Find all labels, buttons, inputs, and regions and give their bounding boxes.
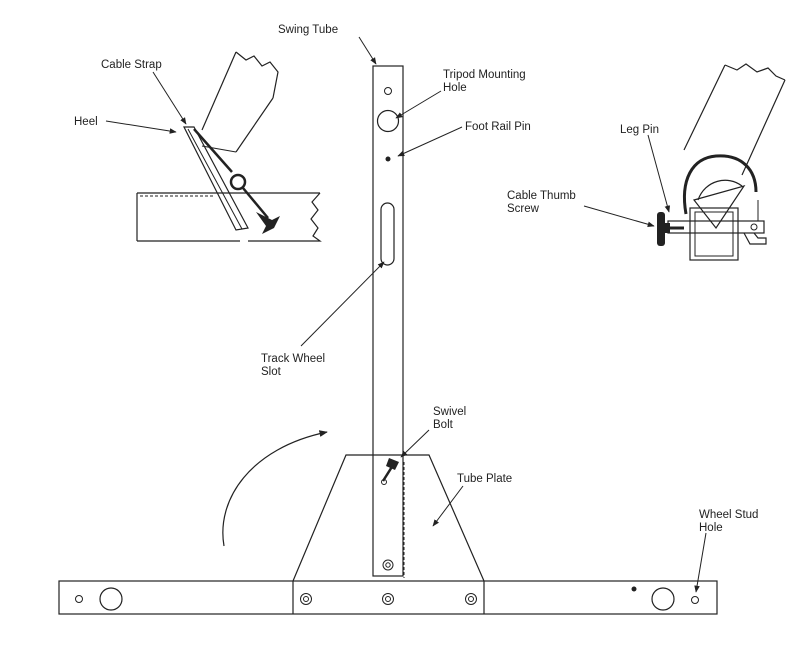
rail-large-hole-right [651, 587, 675, 611]
label-swivel-bolt-line1: Swivel [433, 406, 466, 418]
label-foot-rail-pin: Foot Rail Pin [465, 121, 531, 133]
plate-bolt-center [382, 593, 394, 605]
rotation-arrow [222, 430, 328, 547]
plate-bolt-left [300, 593, 312, 605]
tube-bottom-bolt [382, 559, 394, 571]
label-swing-tube: Swing Tube [278, 24, 338, 36]
label-cable-thumb-screw-line1: Cable Thumb [507, 190, 576, 202]
label-tripod-mounting-hole-line2: Hole [443, 82, 467, 94]
rail-small-hole-left [75, 595, 83, 603]
plate-bolt-right [465, 593, 477, 605]
label-wheel-stud-hole-line1: Wheel Stud [699, 509, 758, 521]
label-cable-thumb-screw-line2: Screw [507, 203, 540, 215]
label-wheel-stud-hole-line2: Hole [699, 522, 723, 534]
foot-rail [58, 580, 718, 615]
label-track-wheel-slot-line1: Track Wheel [261, 353, 325, 365]
swivel-bolt [381, 458, 399, 485]
small-hole [384, 87, 392, 95]
label-cable-strap: Cable Strap [101, 59, 162, 71]
label-tube-plate: Tube Plate [457, 473, 512, 485]
heel-detail-inset [136, 51, 322, 242]
label-tripod-mounting-hole-line1: Tripod Mounting [443, 69, 526, 81]
tripod-mounting-hole [376, 109, 400, 133]
track-wheel-slot [380, 202, 395, 266]
rail-large-hole-left [99, 587, 123, 611]
wheel-stud-hole [691, 596, 699, 604]
label-swivel-bolt-line2: Bolt [433, 419, 454, 431]
label-heel: Heel [74, 116, 98, 128]
foot-rail-pin [385, 156, 391, 162]
swing-tube [372, 65, 404, 577]
label-leg-pin: Leg Pin [620, 124, 659, 136]
label-track-wheel-slot-line2: Slot [261, 366, 282, 378]
rail-pin-dot [631, 586, 637, 592]
leg-pin-detail-inset [657, 63, 786, 261]
